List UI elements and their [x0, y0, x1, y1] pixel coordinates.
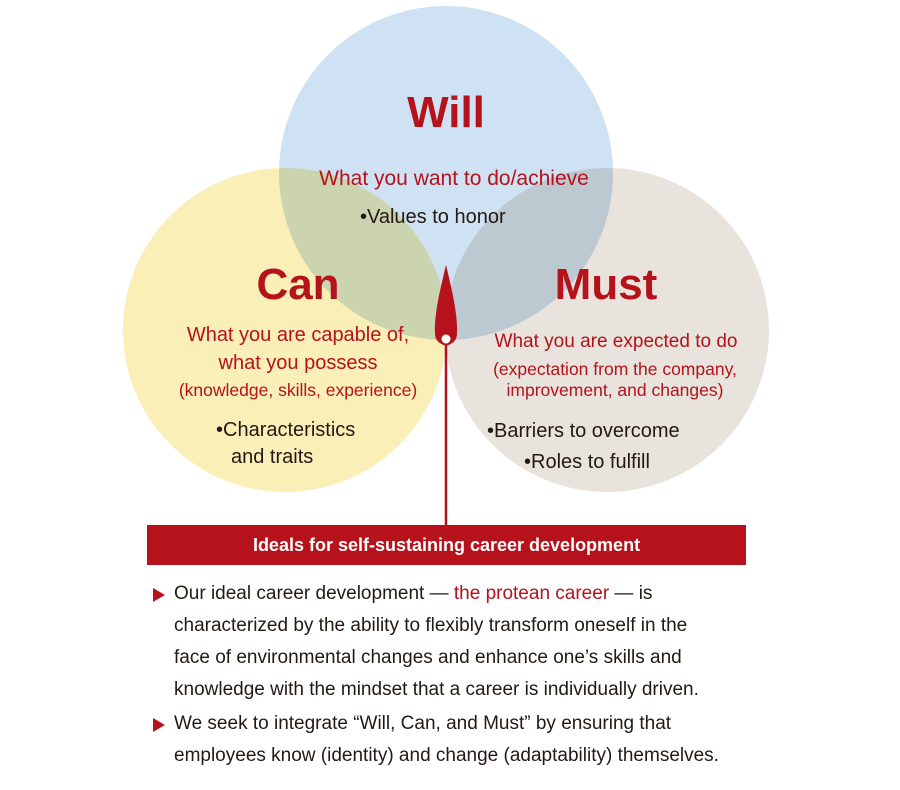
must-subtitle-line-2: (expectation from the company,: [493, 359, 737, 379]
bullet-line: face of environmental changes and enhanc…: [174, 647, 682, 668]
must-title: Must: [554, 260, 658, 309]
triangle-bullet-icon: [153, 588, 165, 602]
will-circle: [279, 6, 613, 340]
can-subtitle-line-1: What you are capable of,: [186, 324, 410, 346]
can-subtitle-line-2: what you possess: [218, 352, 378, 374]
will-item-values: •Values to honor: [360, 206, 506, 228]
bullet-item-protean: Our ideal career development — the prote…: [150, 578, 810, 706]
bullet-line: characterized by the ability to flexibly…: [174, 615, 688, 636]
will-title: Will: [407, 88, 485, 137]
bullet-line: knowledge with the mindset that a career…: [174, 679, 699, 700]
bullet-line: employees know (identity) and change (ad…: [174, 745, 719, 766]
center-ring: [439, 332, 453, 346]
must-item-barriers: •Barriers to overcome: [487, 420, 680, 442]
ideals-banner-label: Ideals for self-sustaining career develo…: [252, 534, 641, 555]
center-drop-shape: [434, 265, 458, 345]
can-subtitle-line-3: (knowledge, skills, experience): [178, 380, 418, 400]
venn-diagram: [123, 6, 769, 526]
protean-career-highlight: the protean career: [453, 583, 610, 604]
triangle-bullet-icon: [153, 718, 165, 732]
can-item-line-1: •Characteristics: [216, 419, 356, 441]
can-item-line-2: and traits: [231, 446, 314, 468]
must-subtitle-line-1: What you are expected to do: [494, 331, 738, 352]
bullet-line: Our ideal career development — the prote…: [174, 583, 653, 604]
will-subtitle: What you want to do/achieve: [319, 167, 589, 190]
ideals-bullet-list: Our ideal career development — the prote…: [150, 578, 810, 772]
bullet-line: We seek to integrate “Will, Can, and Mus…: [174, 713, 672, 734]
bullet-item-integrate: We seek to integrate “Will, Can, and Mus…: [150, 708, 810, 772]
ideals-banner: Ideals for self-sustaining career develo…: [147, 525, 746, 565]
must-subtitle-line-3: improvement, and changes): [506, 380, 724, 400]
must-item-roles: •Roles to fulfill: [524, 451, 650, 473]
can-title: Can: [256, 260, 340, 309]
